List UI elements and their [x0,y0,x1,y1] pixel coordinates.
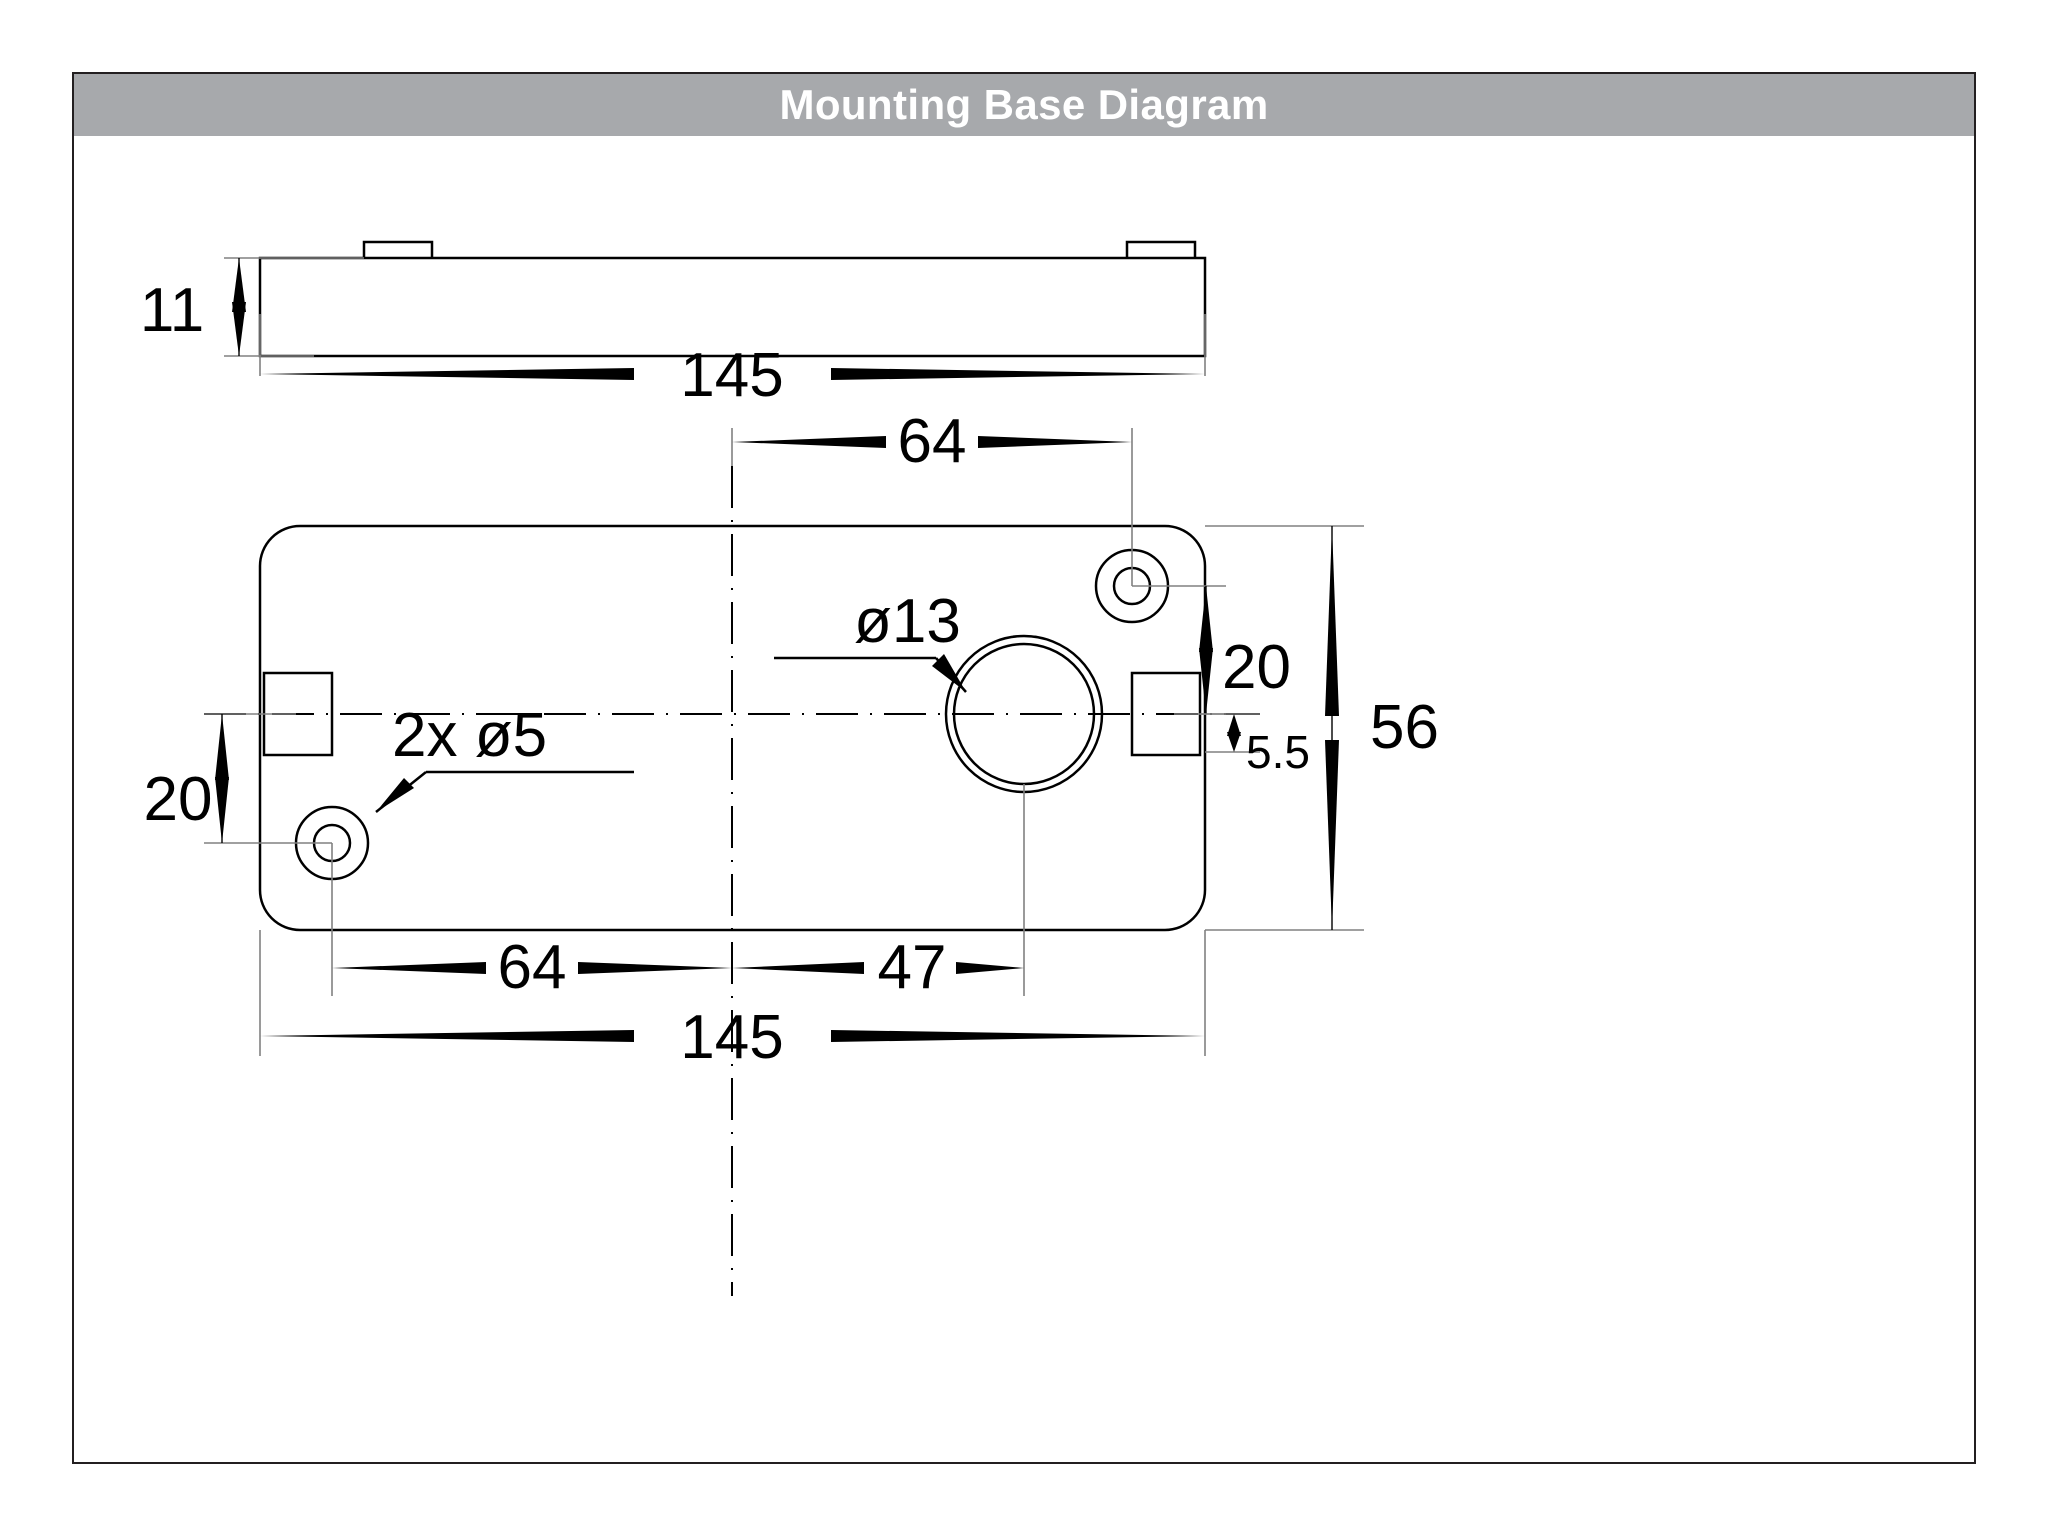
plan-right-55-dimension [1200,713,1260,753]
diagram-frame: Mounting Base Diagram [72,72,1976,1464]
drawing-canvas: 11 145 [74,136,1974,1462]
plan-view: 64 20 [144,407,1439,1296]
screw-hole-callout-text: 2x ø5 [392,701,547,770]
plan-bottom-145-label: 145 [680,1003,783,1072]
side-height-label: 11 [140,276,204,345]
title-bar: Mounting Base Diagram [74,74,1974,136]
plan-bottom-47-label: 47 [878,933,947,1002]
plan-right-20-dimension [1132,585,1226,715]
plan-bottom-64-dimension [331,843,732,996]
technical-drawing-svg: 11 145 [140,240,1439,1296]
plan-bottom-47-dimension [732,784,1025,996]
plan-top-64-label: 64 [898,407,967,476]
plan-left-20-dimension [204,713,332,844]
plan-right-56-label: 56 [1370,693,1439,762]
plan-right-20-label: 20 [1222,633,1291,702]
side-length-dimension [259,314,1206,380]
page-title: Mounting Base Diagram [779,81,1269,128]
cable-hole-callout-text: ø13 [854,587,961,656]
plan-right-56-dimension [1205,525,1364,931]
plan-left-20-label: 20 [144,765,213,834]
side-length-label: 145 [680,341,783,410]
screw-hole-callout-leader [375,770,634,813]
side-tab-left [362,240,434,258]
side-height-dimension [232,258,246,356]
plan-top-64-dimension [731,428,1133,586]
cable-hole-callout-leader [774,654,967,693]
plan-bottom-145-dimension [259,930,1206,1056]
plan-bottom-64-label: 64 [498,933,567,1002]
plan-right-55-label: 5.5 [1246,726,1310,778]
side-elevation-view: 11 145 [140,240,1207,410]
side-body-rect [258,256,1207,358]
side-tab-right [1125,240,1197,258]
